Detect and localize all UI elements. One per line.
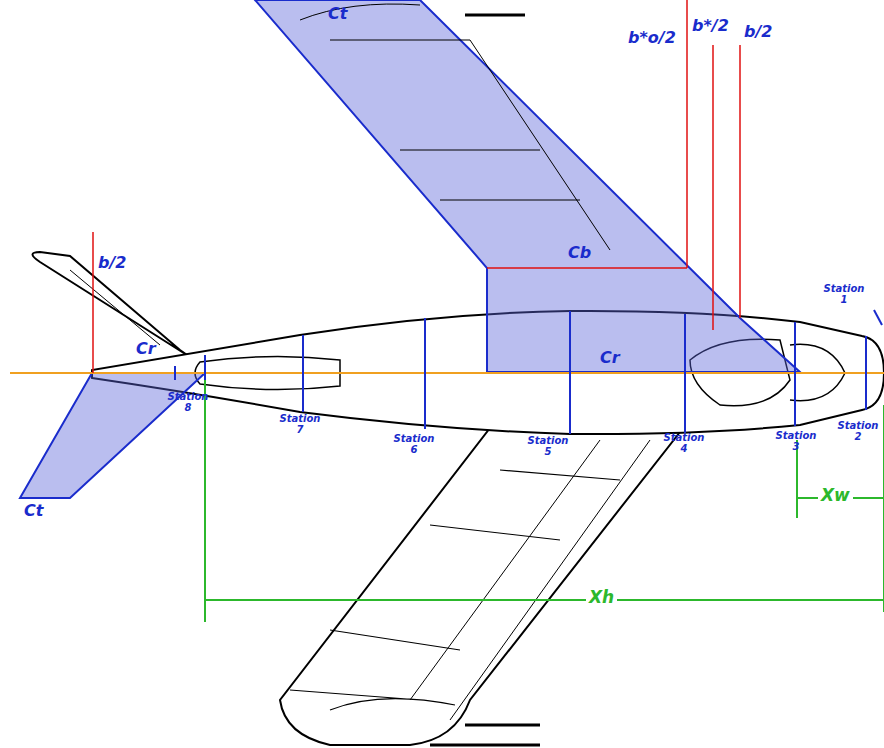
tail-line (70, 270, 160, 345)
chord-label: Ct (328, 6, 347, 23)
station-label: Station 8 (166, 392, 210, 413)
chord-label: Cr (136, 341, 156, 358)
span-lines (93, 0, 740, 373)
span-label: b/2 (744, 24, 772, 41)
station-label: Station 7 (278, 414, 322, 435)
station-lines (175, 310, 882, 434)
pylon (465, 14, 525, 17)
dimension-label: Xw (818, 487, 853, 505)
tail-fin (33, 252, 191, 357)
station-label: Station 2 (836, 421, 880, 442)
station-label: Station 4 (662, 433, 706, 454)
upper-wing-shaded (255, 0, 800, 372)
lower-wing (280, 428, 680, 745)
span-label: b*o/2 (628, 30, 676, 47)
dimension-label: Xh (586, 589, 617, 607)
span-label: b/2 (98, 255, 126, 272)
station-label: Station 5 (526, 436, 570, 457)
chord-label: Ct (24, 503, 43, 520)
pylon (430, 725, 540, 745)
station-label: Station 3 (774, 431, 818, 452)
station-label: Station 6 (392, 434, 436, 455)
chord-label: Cr (600, 350, 620, 367)
station-label: Station 1 (822, 284, 866, 305)
wing-panel-lines (300, 4, 610, 250)
centerline (10, 372, 884, 374)
chord-label: Cb (568, 245, 591, 262)
wing-spar-lines (410, 440, 650, 720)
span-label: b*/2 (692, 18, 729, 35)
wing-panel-lines (290, 470, 620, 710)
dimension-lines (205, 380, 884, 622)
